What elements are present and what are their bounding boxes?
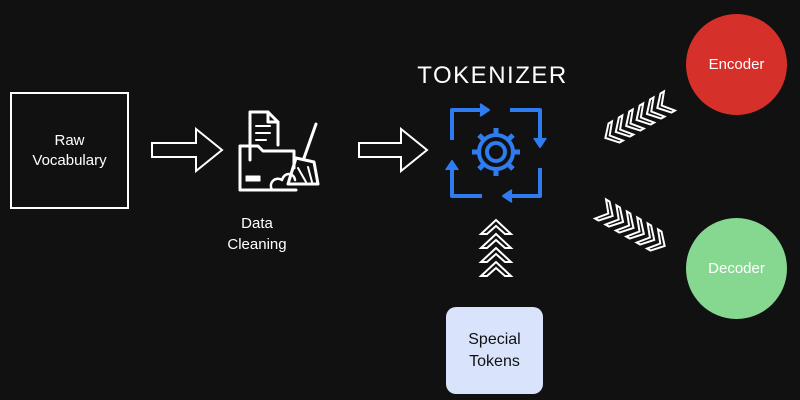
arrow-tokenizer-to-decoder: [592, 197, 666, 252]
gear-cycle-icon: [445, 103, 547, 203]
raw-vocabulary-node: Raw Vocabulary: [10, 92, 129, 209]
decoder-node: Decoder: [686, 218, 787, 319]
special-tokens-node: Special Tokens: [446, 307, 543, 394]
arrow-encoder-to-tokenizer: [604, 89, 678, 144]
data-cleaning-label-line1: Data: [241, 215, 273, 232]
data-cleaning-label: Data Cleaning: [202, 213, 312, 255]
encoder-label: Encoder: [708, 56, 765, 73]
arrow-special-to-tokenizer: [478, 218, 514, 277]
arrow-cleaning-to-tokenizer: [358, 126, 429, 174]
decoder-label: Decoder: [708, 260, 765, 277]
data-cleaning-label-line2: Cleaning: [227, 236, 287, 253]
encoder-node: Encoder: [686, 14, 787, 115]
raw-vocabulary-label-line1: Raw: [54, 131, 85, 149]
folder-broom-icon: [238, 110, 320, 192]
arrow-raw-to-cleaning: [151, 126, 224, 174]
tokenizer-title: TOKENIZER: [417, 62, 568, 89]
special-tokens-label-line1: Special: [468, 330, 521, 348]
special-tokens-label-line2: Tokens: [469, 352, 520, 370]
raw-vocabulary-label-line2: Vocabulary: [32, 151, 107, 169]
